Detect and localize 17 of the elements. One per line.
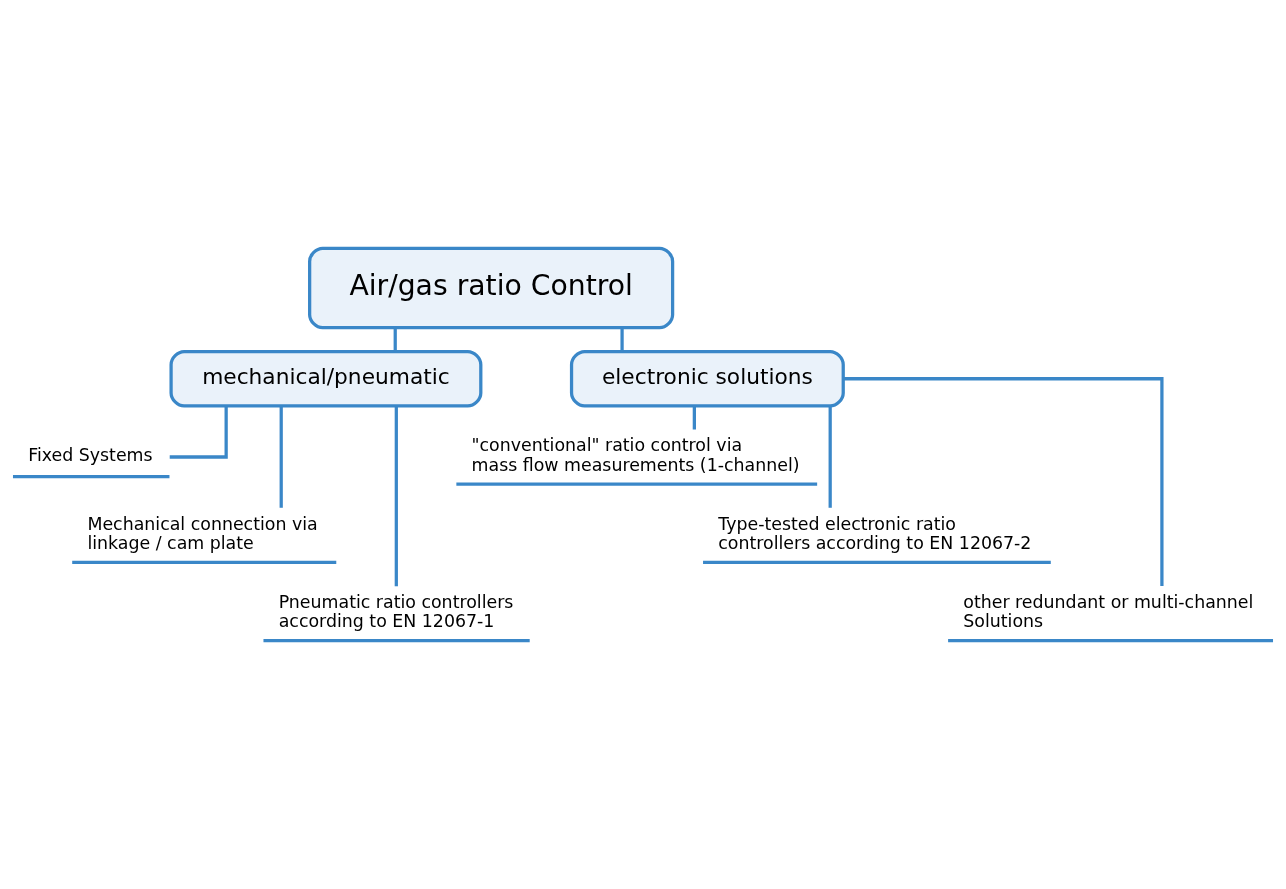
node-text: "conventional" ratio control via mass flow measurements (1-channel)	[471, 435, 800, 475]
connector	[279, 406, 283, 508]
node-text: Type-tested electronic ratio controllers according to EN 12067-2	[718, 513, 1032, 554]
node-box: electronic solutions	[569, 349, 845, 408]
node-box: Air/gas ratio Control	[308, 246, 675, 330]
connector	[393, 328, 397, 352]
node-text: Fixed Systems	[28, 445, 153, 466]
connector	[692, 406, 696, 430]
connector	[394, 406, 398, 587]
connector	[843, 377, 1164, 587]
connector	[828, 406, 832, 508]
connector	[169, 406, 228, 459]
node-box: mechanical/pneumatic	[169, 349, 483, 408]
node-text: Mechanical connection via linkage / cam plate	[87, 513, 318, 554]
node-text: other redundant or multi-channel Solutions	[963, 591, 1254, 632]
node-text: Pneumatic ratio controllers according to EN 12067-1	[278, 591, 514, 632]
connector	[620, 328, 624, 352]
